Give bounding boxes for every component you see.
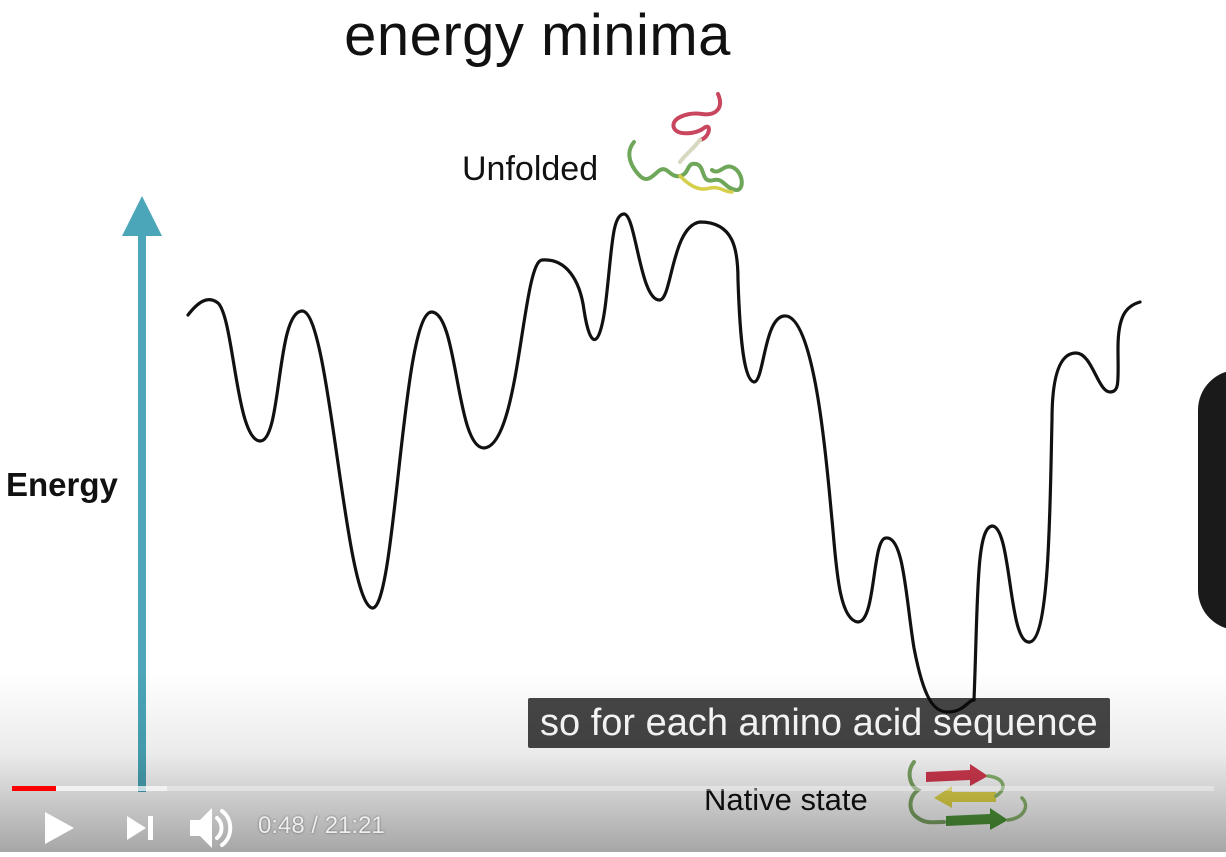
native-protein-icon [907,760,1028,830]
time-display: 0:48 / 21:21 [258,812,385,839]
next-icon [127,816,153,840]
subtitle-caption: so for each amino acid sequence [528,698,1110,748]
energy-axis-label: Energy [6,466,118,503]
presenter-silhouette [1198,370,1226,630]
progress-bar[interactable] [12,786,1214,791]
volume-button[interactable] [186,804,238,852]
native-state-label: Native state [704,782,868,817]
energy-axis-arrow [122,196,162,792]
unfolded-label: Unfolded [462,150,599,188]
progress-loaded [12,786,168,791]
play-button[interactable] [34,806,82,850]
next-button[interactable] [118,806,162,850]
progress-played [12,786,57,791]
slide-title: energy minima [344,3,731,68]
play-icon [45,812,74,844]
unfolded-protein-icon [627,92,744,194]
volume-icon [190,808,233,848]
